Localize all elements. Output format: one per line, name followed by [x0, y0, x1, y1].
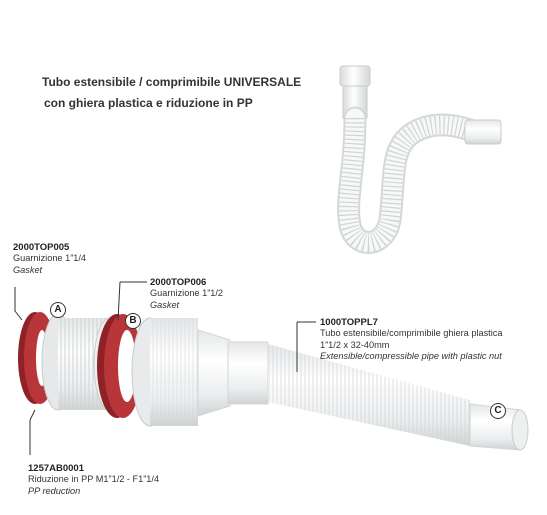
gasket-a-en: Gasket	[13, 264, 43, 275]
pipe-size: 1”1/2 x 32-40mm	[320, 339, 390, 350]
marker-c: C	[490, 403, 506, 419]
gasket-b-code: 2000TOP006	[150, 277, 207, 288]
leader-gasket-a	[14, 287, 23, 321]
reduction-en: PP reduction	[28, 485, 81, 496]
label-reduction: 1257AB0001 Riduzione in PP M1”1/2 - F1”1…	[28, 463, 159, 497]
pipe-it: Tubo estensibile/comprimibile ghiera pla…	[320, 328, 503, 339]
gasket-b-en: Gasket	[150, 299, 180, 310]
gasket-a-code: 2000TOP005	[13, 242, 70, 253]
reduction-code: 1257AB0001	[28, 463, 84, 474]
s-trap-pipe-image	[337, 65, 502, 254]
gasket-a-it: Guarnizione 1”1/4	[13, 253, 87, 264]
marker-b: B	[125, 313, 141, 329]
extensible-pipe-image	[131, 317, 529, 451]
gasket-b-it: Guarnizione 1”1/2	[150, 288, 224, 299]
leader-gasket-b	[117, 281, 121, 321]
label-gasket-a: 2000TOP005 Guarnizione 1”1/4 Gasket	[13, 242, 86, 276]
title-line-2: con ghiera plastica e riduzione in PP	[44, 96, 253, 110]
title-line-1: Tubo estensibile / comprimibile UNIVERSA…	[42, 75, 302, 89]
pipe-en: Extensible/compressible pipe with plasti…	[320, 351, 502, 362]
product-title: Tubo estensibile / comprimibile UNIVERSA…	[42, 72, 301, 114]
gasket-b-image	[97, 314, 142, 418]
marker-a: A	[50, 302, 66, 318]
label-pipe: 1000TOPPL7 Tubo estensibile/comprimibile…	[320, 317, 502, 363]
leader-reduction	[29, 409, 36, 455]
reduction-it: Riduzione in PP M1”1/2 - F1”1/4	[28, 474, 160, 485]
pipe-code: 1000TOPPL7	[320, 317, 378, 328]
label-gasket-b: 2000TOP006 Guarnizione 1”1/2 Gasket	[150, 277, 223, 311]
